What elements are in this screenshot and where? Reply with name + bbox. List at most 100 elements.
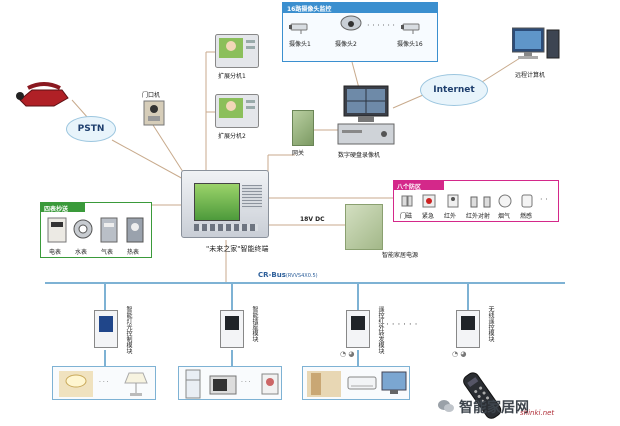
internet-label: Internet [433,85,475,95]
terminal-speaker [242,185,262,209]
camera-1-label: 摄像头1 [289,41,311,48]
meters-box: 四表抄送 电表 水表 气表 热表 [40,202,152,258]
camera-box-title: 16路摄像头监控 [287,6,332,13]
remote-computer-icon [511,26,560,66]
camera-1-icon [289,19,313,38]
lighting-module [94,310,118,348]
lighting-devices-panel: · · · [52,366,156,400]
gateway-label: 网关 [292,150,305,157]
heat-meter-icon [125,217,145,247]
zone-emergency-label: 紧急 [422,213,435,220]
electric-meter-label: 电表 [49,249,62,256]
socket-ellipsis: · · · [241,379,251,386]
door-to-terminal-line [152,124,186,176]
camera-ellipsis: · · · · · · [367,21,395,30]
zones-title: 八个防区 [397,184,422,191]
zones-ellipsis: · · [540,195,548,204]
tv-icon [381,371,407,399]
gas-sensor-icon [520,193,534,212]
internet-to-pc-line [481,57,521,83]
zones-title-bar: 八个防区 [394,181,444,191]
extension-unit-2 [215,94,259,132]
zone-door-label: 门磁 [400,213,413,220]
smart-terminal [181,170,269,238]
gas-meter-label: 气表 [101,249,114,256]
electric-meter-icon [47,217,67,247]
bus-name: CR-Bus [258,271,286,279]
camera-box-title-bar: 16路摄像头监控 [283,3,437,13]
ir-module-panel [351,316,365,330]
watermark-domain: shinki.net [520,409,555,417]
door-unit-icon [143,100,165,130]
watermark-text: 智能家居网 [459,400,529,416]
lighting-module-label: 智能灯光控制模块 [125,306,132,354]
zone-smoke-label: 烟气 [498,213,511,220]
camera-16-label: 摄像头16 [397,41,423,48]
internet-cloud: Internet [420,74,488,106]
water-meter-icon [73,217,93,247]
zone-gas-label: 燃感 [520,213,533,220]
bus-spec: (RVVS4X0.5) [285,273,318,279]
bus-label: CR-Bus(RVVS4X0.5) [258,271,318,279]
air-conditioner-icon [347,375,377,394]
door-unit-label: 门口机 [142,92,161,99]
infrared-sensor-icon [446,193,460,212]
ir-devices-panel [302,366,410,400]
remote-computer-label: 远程计算机 [515,72,546,79]
microwave-icon [209,375,237,399]
lamp-icon [121,371,151,401]
meters-title-bar: 四表抄送 [41,203,85,213]
extension-unit-1 [215,34,259,72]
ir-module [346,310,370,348]
extension-unit-1-label: 扩展分机1 [218,73,246,80]
dvr-icon [336,84,396,152]
smoke-sensor-icon [498,193,512,212]
water-meter-label: 水表 [75,249,88,256]
pstn-cloud: PSTN [66,116,116,142]
fridge-icon [185,369,201,403]
socket-module-label: 智能插座模块 [251,306,258,342]
curtain-icon [307,371,341,401]
zone-beam-label: 红外对射 [466,213,491,220]
wireless-module [456,310,480,348]
wireless-signal-icon: ◔ ◕ [452,350,467,358]
extension-unit-2-label: 扩展分机2 [218,133,246,140]
gas-meter-icon [99,217,119,247]
gateway-icon [292,110,314,146]
modules-ellipsis: · · · · · · [386,320,418,330]
dvr-label: 数字硬盘录像机 [338,152,381,159]
terminal-screen [194,183,240,221]
door-sensor-icon [400,193,414,212]
heat-meter-label: 热表 [127,249,140,256]
terminal-caption: "未来之家"智能终端 [206,245,269,253]
ir-signal-icon: ◔ ◕ [340,350,355,358]
pstn-label: PSTN [77,124,105,134]
camera-2-label: 摄像头2 [335,41,357,48]
camera-monitoring-box: 16路摄像头监控 摄像头1 摄像头2 · · · · · · 摄像头16 [282,2,438,62]
terminal-keypad [194,224,258,231]
socket-module [220,310,244,348]
power-label: 智能家居电源 [382,252,419,259]
watermark-wechat-icon [437,398,455,417]
lighting-module-panel [99,316,113,332]
telephone-icon [14,80,70,112]
pstn-to-terminal-line [111,139,186,181]
ceiling-light-icon [59,371,93,401]
socket-module-panel [225,316,239,330]
meters-title: 四表抄送 [44,206,69,213]
wireless-module-panel [461,316,475,330]
ir-module-label: 遥控红外转发模块 [377,306,384,354]
power-supply-icon [345,204,383,250]
zone-infrared-label: 红外 [444,213,457,220]
lighting-ellipsis: · · · [99,379,109,386]
zones-box: 八个防区 · · 门磁 紧急 红外 红外对射 烟气 燃感 [393,180,559,222]
camera-2-icon [339,15,363,37]
power-voltage-label: 18V DC [300,216,325,223]
remote-control-icon [462,368,504,426]
phone-to-pstn-line [71,99,89,119]
heater-icon [261,373,279,399]
emergency-button-icon [422,193,436,212]
socket-devices-panel: · · · [178,366,282,400]
beam-sensor-icon [470,193,492,212]
